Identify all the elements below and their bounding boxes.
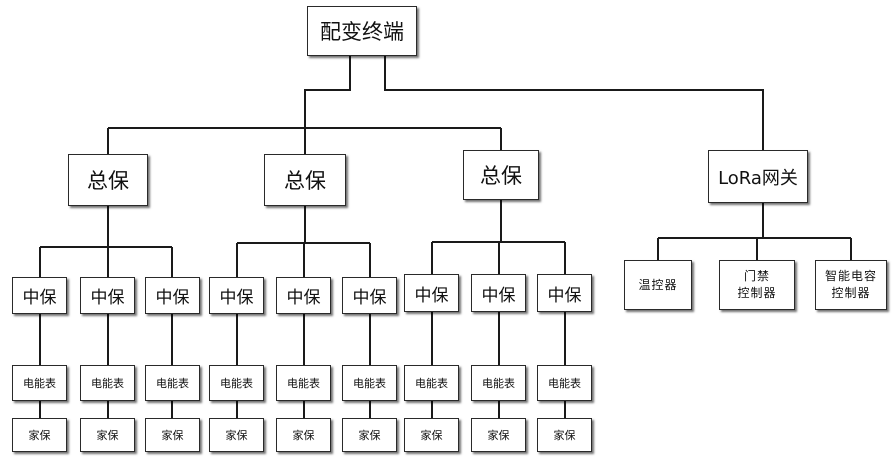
mid-breaker-3-1: 中保 xyxy=(404,274,459,312)
thermostat-node: 温控器 xyxy=(624,260,692,310)
home-breaker-2-1: 家保 xyxy=(209,418,264,452)
home-breaker-3-1: 家保 xyxy=(404,418,459,452)
mid-breaker-3-2: 中保 xyxy=(471,274,526,312)
main-breaker-2: 总保 xyxy=(264,154,346,206)
mid-breaker-1-1: 中保 xyxy=(12,277,67,314)
meter-2-1: 电能表 xyxy=(209,365,264,401)
mid-breaker-2-2: 中保 xyxy=(276,277,331,314)
mid-breaker-1-2: 中保 xyxy=(80,277,135,314)
home-breaker-1-2: 家保 xyxy=(80,418,135,452)
main-breaker-3: 总保 xyxy=(463,150,539,200)
mid-breaker-2-3: 中保 xyxy=(342,277,397,314)
home-breaker-1-1: 家保 xyxy=(12,418,67,452)
smart-capacitor-controller-node: 智能电容 控制器 xyxy=(815,260,887,310)
home-breaker-2-3: 家保 xyxy=(342,418,397,452)
lora-gateway-node: LoRa网关 xyxy=(708,150,808,203)
main-breaker-1: 总保 xyxy=(68,154,148,206)
mid-breaker-1-3: 中保 xyxy=(145,277,200,314)
home-breaker-3-3: 家保 xyxy=(537,418,592,452)
home-breaker-1-3: 家保 xyxy=(145,418,200,452)
meter-1-2: 电能表 xyxy=(80,365,135,401)
home-breaker-2-2: 家保 xyxy=(276,418,331,452)
meter-3-3: 电能表 xyxy=(537,365,592,401)
connector-line-1 xyxy=(304,56,351,128)
meter-3-2: 电能表 xyxy=(471,365,526,401)
access-controller-node: 门禁 控制器 xyxy=(719,260,795,310)
root-node: 配变终端 xyxy=(307,6,417,56)
meter-3-1: 电能表 xyxy=(404,365,459,401)
meter-2-3: 电能表 xyxy=(342,365,397,401)
home-breaker-3-2: 家保 xyxy=(471,418,526,452)
meter-1-1: 电能表 xyxy=(12,365,67,401)
mid-breaker-2-1: 中保 xyxy=(209,277,264,314)
mid-breaker-3-3: 中保 xyxy=(537,274,592,312)
connector-line-2 xyxy=(384,56,764,150)
meter-2-2: 电能表 xyxy=(276,365,331,401)
meter-1-3: 电能表 xyxy=(145,365,200,401)
